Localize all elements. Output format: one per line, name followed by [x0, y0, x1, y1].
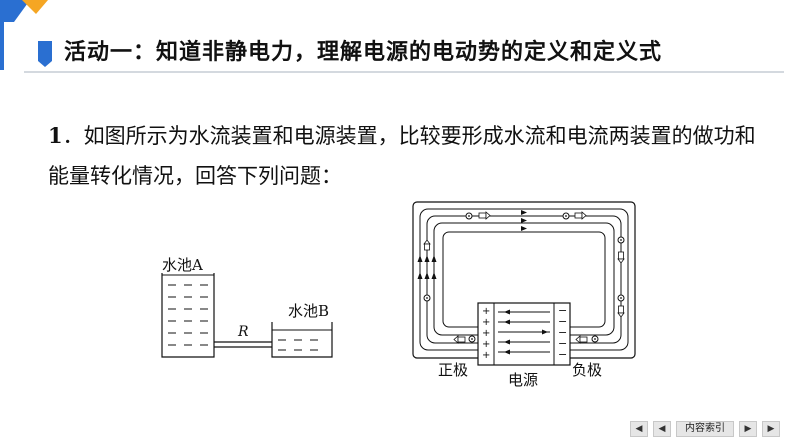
question-text: 如图所示为水流装置和电源装置，比较要形成水流和电流两装置的做功和能量转化情况，回… [48, 124, 756, 188]
pool-a-water-dashes [168, 284, 208, 346]
left-charge-markers [423, 239, 431, 302]
top-flow-arrows [521, 210, 527, 231]
svg-text:−: − [558, 304, 567, 317]
prev-slide-button[interactable]: ◀ [653, 421, 671, 437]
pool-b-water-dashes [278, 339, 318, 351]
positive-terminal-label: 正极 [438, 361, 468, 379]
slide-navigation: ◀ ◀ 内容索引 ▶ ▶ [630, 420, 780, 438]
next-slide-button[interactable]: ▶ [739, 421, 757, 437]
pool-a-outline [161, 273, 215, 358]
svg-text:+: + [482, 317, 490, 328]
content-index-button[interactable]: 内容索引 [676, 421, 734, 437]
positive-signs: +++ ++ [482, 306, 490, 361]
svg-text:−: − [558, 348, 567, 361]
title-row: 活动一：知道非静电力，理解电源的电动势的定义和定义式 [24, 33, 782, 73]
power-source-box [477, 302, 571, 366]
question-dot: ． [62, 124, 84, 148]
bookmark-icon [38, 41, 52, 67]
pool-b-label: 水池B [288, 302, 329, 320]
svg-text:−: − [558, 315, 567, 328]
svg-text:+: + [482, 350, 490, 361]
svg-text:−: − [558, 337, 567, 350]
title-divider [24, 71, 784, 73]
question-paragraph: 1．如图所示为水流装置和电源装置，比较要形成水流和电流两装置的做功和能量转化情况… [48, 116, 768, 196]
svg-text:+: + [482, 306, 490, 317]
power-source-label: 电源 [508, 371, 538, 389]
page-title: 活动一：知道非静电力，理解电源的电动势的定义和定义式 [64, 40, 663, 65]
svg-text:−: − [558, 326, 567, 339]
pipe-label: R [237, 324, 249, 340]
pool-b-outline [271, 322, 333, 358]
internal-field-arrows [504, 309, 548, 355]
top-charge-markers [465, 211, 587, 220]
question-number: 1 [48, 123, 63, 148]
last-slide-button[interactable]: ▶ [762, 421, 780, 437]
negative-signs: −−− −− [558, 304, 567, 361]
corner-decoration [0, 0, 48, 22]
svg-text:+: + [482, 339, 490, 350]
right-charge-markers [617, 236, 625, 318]
bottom-charge-markers [453, 335, 599, 344]
pool-a-label: 水池A [162, 256, 203, 274]
svg-text:+: + [482, 328, 490, 339]
left-accent-bar [0, 0, 4, 70]
negative-terminal-label: 负极 [572, 361, 602, 379]
left-flow-arrows [417, 255, 437, 279]
first-slide-button[interactable]: ◀ [630, 421, 648, 437]
